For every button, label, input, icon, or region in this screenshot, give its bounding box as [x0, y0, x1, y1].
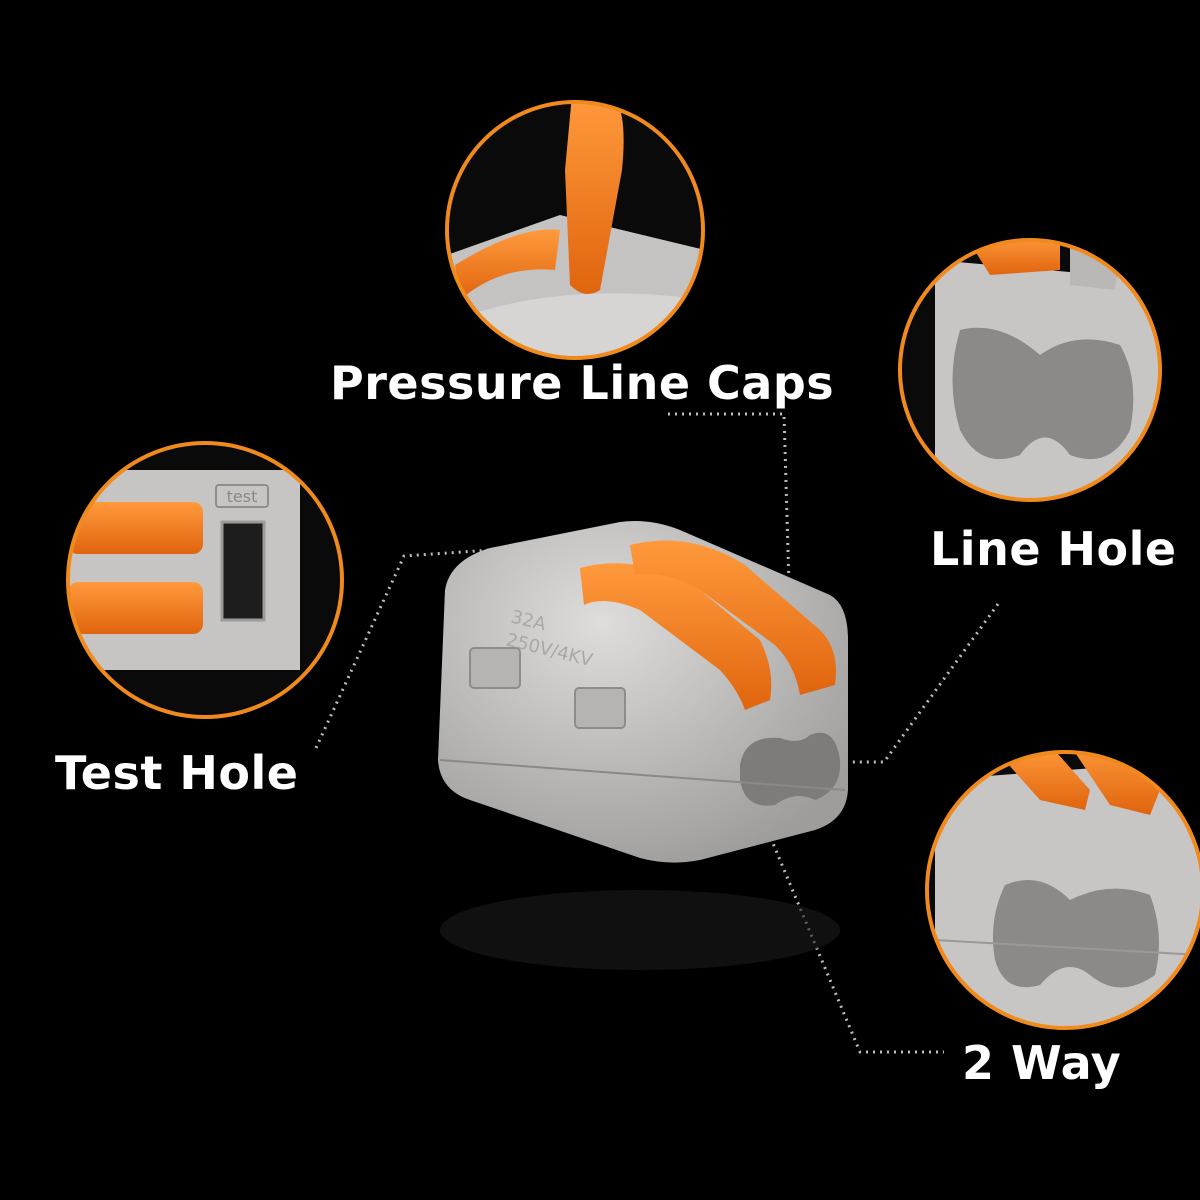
connector-lever-front: [580, 563, 772, 710]
callout-ring-right-top: [898, 238, 1162, 502]
callout-line-hole: [898, 238, 1162, 502]
callout-ring-right-bottom: [925, 750, 1200, 1030]
callout-ring-top: [445, 100, 705, 360]
floor-reflection: [440, 890, 840, 970]
callout-two-way: [925, 750, 1200, 1030]
connector-lever-back: [630, 540, 836, 695]
callout-test-hole: test: [66, 441, 344, 719]
test-marking: test: [227, 487, 258, 506]
label-two-way: 2 Way: [962, 1036, 1122, 1090]
label-pressure-line-caps: Pressure Line Caps: [330, 356, 835, 410]
test-slot-left: [469, 647, 521, 689]
callout-ring-left: [66, 441, 344, 719]
callout-pressure-line-caps: [445, 100, 705, 360]
leader-two-way: [758, 811, 944, 1054]
wire-hole: [740, 732, 841, 806]
leader-pressure: [668, 412, 792, 621]
test-slot-right: [574, 687, 626, 729]
leader-test-hole: [314, 546, 521, 749]
label-line-hole: Line Hole: [930, 522, 1177, 576]
label-test-hole: Test Hole: [55, 746, 299, 800]
connector-product: 32A 250V/4KV: [438, 521, 848, 863]
housing-seam: [439, 759, 846, 791]
